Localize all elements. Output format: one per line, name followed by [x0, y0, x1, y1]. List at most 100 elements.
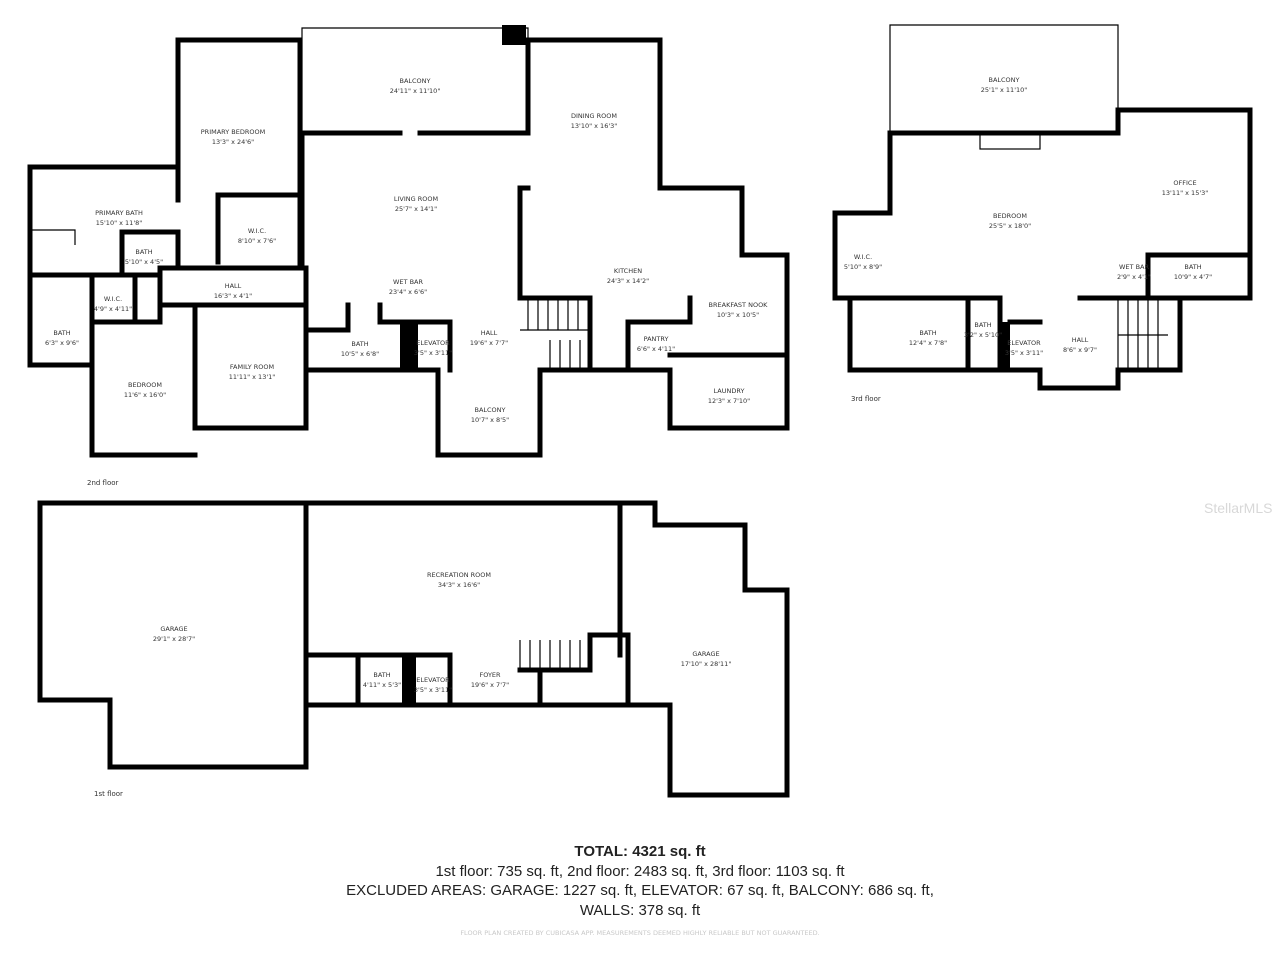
room-name: BATH [1184, 263, 1202, 271]
room-size: 12'3" x 7'10" [707, 397, 751, 405]
room-size: 29'1" x 28'7" [152, 635, 196, 643]
room-name: BATH [351, 340, 369, 348]
room-name: ELEVATOR [416, 339, 450, 347]
room-size: 17'10" x 28'11" [680, 660, 732, 668]
room-name: W.I.C. [853, 253, 873, 261]
second-floor-walls [27, 25, 790, 458]
room-label: GARAGE 29'1" x 28'7" [153, 624, 195, 644]
room-name: BATH [919, 329, 937, 337]
room-name: W.I.C. [247, 227, 267, 235]
room-size: 10'5" x 6'8" [340, 350, 380, 358]
room-name: PRIMARY BATH [95, 209, 143, 217]
room-name: HALL [480, 329, 498, 337]
room-name: BALCONY [474, 406, 506, 414]
floor-label-2nd: 2nd floor [87, 479, 119, 487]
room-name: KITCHEN [613, 267, 643, 275]
room-size: 19'6" x 7'7" [469, 339, 509, 347]
room-label: WET BAR 2'9" x 4'1" [1117, 262, 1151, 282]
room-label: BATH 10'5" x 6'8" [341, 339, 379, 359]
room-name: BEDROOM [993, 212, 1027, 220]
room-size: 2'9" x 4'1" [1116, 273, 1152, 281]
room-name: DINING ROOM [570, 112, 618, 120]
room-name: BEDROOM [128, 381, 162, 389]
room-size: 25'7" x 14'1" [394, 205, 438, 213]
room-size: 4'9" x 4'11" [93, 305, 133, 313]
room-size: 24'3" x 14'2" [606, 277, 650, 285]
room-size: 8'6" x 9'7" [1062, 346, 1098, 354]
room-label: KITCHEN 24'3" x 14'2" [607, 266, 649, 286]
walls-area-line: WALLS: 378 sq. ft [579, 901, 701, 919]
room-label: LAUNDRY 12'3" x 7'10" [708, 386, 750, 406]
room-name: WET BAR [1118, 263, 1149, 271]
room-label: BALCONY 24'11" x 11'10" [390, 76, 441, 96]
floor-label-1st: 1st floor [94, 790, 123, 798]
floor-label-3rd: 3rd floor [851, 395, 881, 403]
room-name: OFFICE [1173, 179, 1197, 187]
room-label: W.I.C. 8'10" x 7'6" [238, 226, 276, 246]
excluded-areas-line: EXCLUDED AREAS: GARAGE: 1227 sq. ft, ELE… [346, 882, 934, 899]
room-label: BATH 10'9" x 4'7" [1174, 262, 1212, 282]
watermark: StellarMLS [1204, 500, 1273, 516]
room-name: GARAGE [160, 625, 188, 633]
room-name: FAMILY ROOM [229, 363, 275, 371]
room-name: HALL [224, 282, 242, 290]
room-label: PRIMARY BATH 15'10" x 11'8" [95, 208, 143, 228]
room-name: BREAKFAST NOOK [708, 301, 768, 309]
third-floor-walls [832, 24, 1253, 391]
room-label: W.I.C. 5'10" x 8'9" [844, 252, 882, 272]
room-size: 19'6" x 7'7" [470, 681, 510, 689]
room-label: HALL 8'6" x 9'7" [1063, 335, 1097, 355]
room-size: 10'3" x 10'5" [716, 311, 760, 319]
room-size: 3'5" x 3'11" [413, 349, 453, 357]
room-size: 25'1" x 11'10" [980, 86, 1028, 94]
room-size: 8'10" x 7'6" [237, 237, 277, 245]
room-size: 10'7" x 8'5" [470, 416, 510, 424]
room-size: 3'2" x 5'10" [963, 331, 1003, 339]
room-name: BALCONY [399, 77, 431, 85]
room-label: HALL 16'3" x 4'1" [214, 281, 252, 301]
room-label: BEDROOM 11'6" x 16'0" [124, 380, 166, 400]
total-label: TOTAL: [574, 843, 629, 860]
room-size: 10'9" x 4'7" [1173, 273, 1213, 281]
room-name: HALL [1071, 336, 1089, 344]
room-size: 4'11" x 5'3" [362, 681, 402, 689]
room-size: 12'4" x 7'8" [908, 339, 948, 347]
room-name: ELEVATOR [1007, 339, 1041, 347]
disclaimer: FLOOR PLAN CREATED BY CUBICASA APP. MEAS… [460, 929, 820, 937]
room-size: 24'11" x 11'10" [389, 87, 441, 95]
room-label: FAMILY ROOM 11'11" x 13'1" [229, 362, 275, 382]
room-size: 6'3" x 9'6" [44, 339, 80, 347]
room-label: ELEVATOR 3'5" x 3'11" [414, 338, 452, 358]
room-size: 5'10" x 8'9" [843, 263, 883, 271]
room-label: W.I.C. 4'9" x 4'11" [94, 294, 132, 314]
room-size: 11'11" x 13'1" [228, 373, 276, 381]
room-name: BATH [135, 248, 153, 256]
room-size: 25'5" x 18'0" [988, 222, 1032, 230]
room-name: PANTRY [643, 335, 669, 343]
room-label: BALCONY 10'7" x 8'5" [471, 405, 509, 425]
room-name: GARAGE [692, 650, 720, 658]
room-size: 11'6" x 16'0" [123, 391, 167, 399]
room-label: GARAGE 17'10" x 28'11" [681, 649, 732, 669]
room-size: 23'4" x 6'6" [388, 288, 428, 296]
room-name: W.I.C. [103, 295, 123, 303]
room-name: BATH [53, 329, 71, 337]
room-size: 15'10" x 11'8" [95, 219, 143, 227]
room-label: OFFICE 13'11" x 15'3" [1162, 178, 1208, 198]
room-name: ELEVATOR [416, 676, 450, 684]
room-size: 16'3" x 4'1" [213, 292, 253, 300]
room-label: BEDROOM 25'5" x 18'0" [989, 211, 1031, 231]
room-size: 13'11" x 15'3" [1161, 189, 1209, 197]
room-name: LAUNDRY [713, 387, 745, 395]
